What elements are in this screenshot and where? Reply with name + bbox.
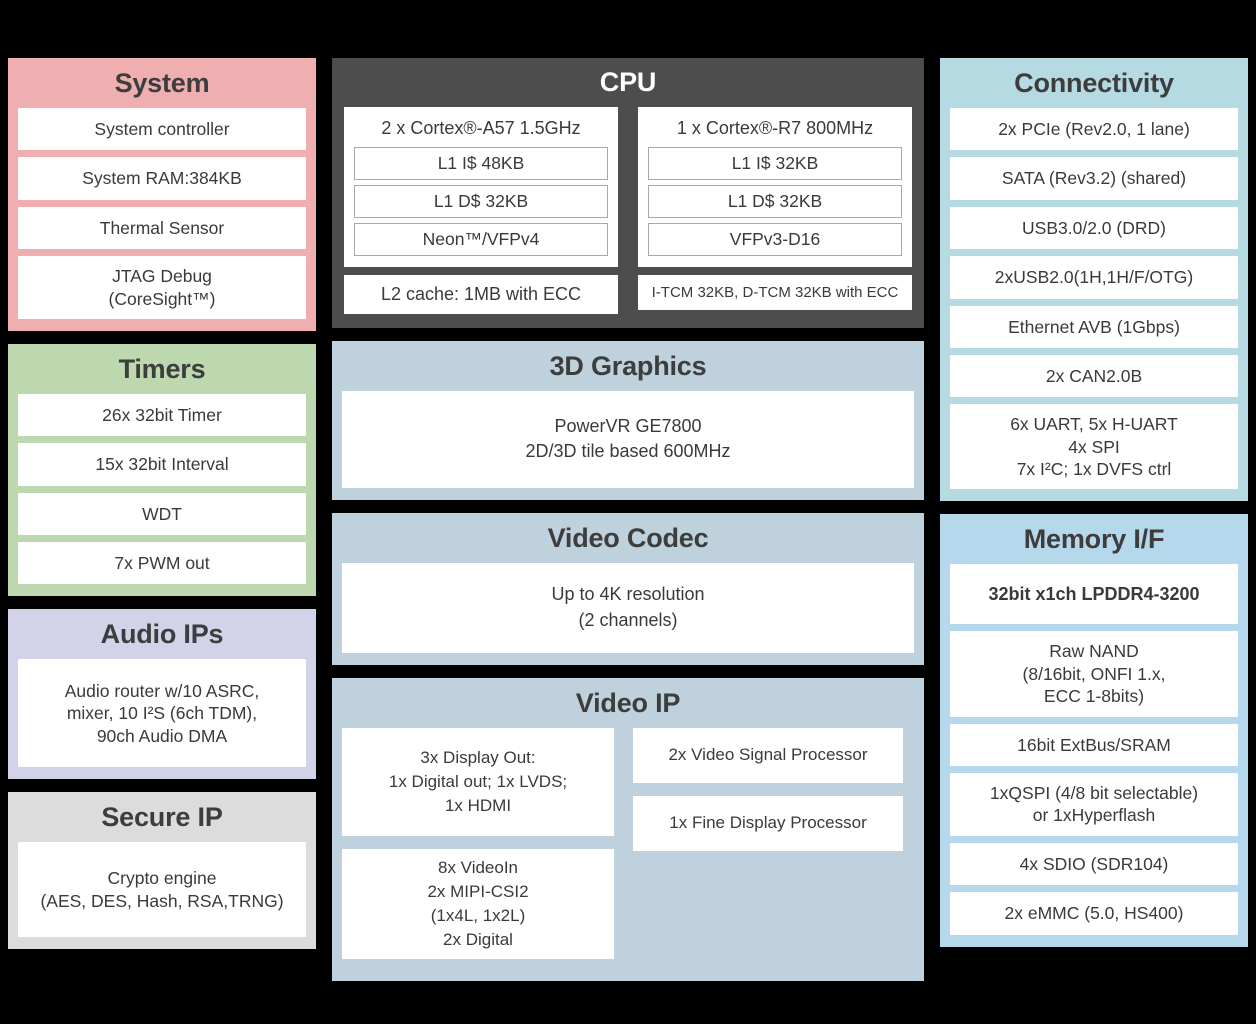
item-pwm-out: 7x PWM out	[18, 542, 306, 585]
item-usb2: 2xUSB2.0(1H,1H/F/OTG)	[950, 256, 1238, 299]
right-column: Connectivity 2x PCIe (Rev2.0, 1 lane) SA…	[940, 58, 1248, 947]
video-ip-grid: 3x Display Out:1x Digital out; 1x LVDS;1…	[342, 727, 914, 959]
item-pcie: 2x PCIe (Rev2.0, 1 lane)	[950, 107, 1238, 151]
video-ip-right-col: 2x Video Signal Processor 1x Fine Displa…	[633, 727, 903, 959]
item-lpddr4: 32bit x1ch LPDDR4-3200	[950, 564, 1238, 625]
panel-audio-ips: Audio IPs Audio router w/10 ASRC,mixer, …	[8, 609, 316, 780]
panel-title-3d-graphics: 3D Graphics	[549, 350, 707, 381]
middle-column: CPU 2 x Cortex®-A57 1.5GHz L1 I$ 48KB L1…	[332, 58, 924, 981]
left-column: System System controller System RAM:384K…	[8, 58, 316, 950]
item-ethernet-avb: Ethernet AVB (1Gbps)	[950, 305, 1238, 348]
item-usb3: USB3.0/2.0 (DRD)	[950, 206, 1238, 250]
cpu-core-name-a57: 2 x Cortex®-A57 1.5GHz	[381, 117, 581, 138]
memory-items: 32bit x1ch LPDDR4-3200 Raw NAND(8/16bit,…	[950, 564, 1238, 935]
panel-title-secure-ip: Secure IP	[101, 802, 223, 833]
item-can: 2x CAN2.0B	[950, 354, 1238, 398]
panel-memory-if: Memory I/F 32bit x1ch LPDDR4-3200 Raw NA…	[940, 514, 1248, 947]
item-crypto-engine: Crypto engine(AES, DES, Hash, RSA,TRNG)	[18, 842, 306, 938]
cpu-r7-l1d: L1 D$ 32KB	[648, 184, 902, 218]
panel-secure-ip: Secure IP Crypto engine(AES, DES, Hash, …	[8, 792, 316, 950]
item-sata: SATA (Rev3.2) (shared)	[950, 157, 1238, 200]
item-wdt: WDT	[18, 492, 306, 535]
cpu-clusters: 2 x Cortex®-A57 1.5GHz L1 I$ 48KB L1 D$ …	[344, 106, 912, 314]
timers-items: 26x 32bit Timer 15x 32bit Interval WDT 7…	[18, 393, 306, 585]
panel-title-timers: Timers	[118, 353, 206, 384]
video-ip-left-col: 3x Display Out:1x Digital out; 1x LVDS;1…	[342, 727, 614, 959]
cpu-a57-l1i: L1 I$ 48KB	[354, 146, 608, 180]
item-audio-router: Audio router w/10 ASRC,mixer, 10 I²S (6c…	[18, 659, 306, 768]
cpu-r7-l1i: L1 I$ 32KB	[648, 146, 902, 180]
panel-video-codec: Video Codec Up to 4K resolution(2 channe…	[332, 512, 924, 665]
panel-title-video-ip: Video IP	[575, 687, 681, 718]
video-ip-fine-display-processor: 1x Fine Display Processor	[633, 795, 903, 851]
cpu-core-name-r7: 1 x Cortex®-R7 800MHz	[676, 117, 874, 138]
item-emmc: 2x eMMC (5.0, HS400)	[950, 892, 1238, 935]
panel-title-connectivity: Connectivity	[1014, 68, 1174, 98]
item-32bit-interval: 15x 32bit Interval	[18, 443, 306, 486]
video-ip-signal-processor: 2x Video Signal Processor	[633, 727, 903, 783]
item-extbus-sram: 16bit ExtBus/SRAM	[950, 723, 1238, 766]
item-sdio: 4x SDIO (SDR104)	[950, 842, 1238, 886]
panel-title-memory-if: Memory I/F	[1023, 524, 1165, 555]
panel-title-audio-ips: Audio IPs	[100, 619, 224, 650]
panel-title-system: System	[114, 68, 210, 98]
cpu-core-box-r7: 1 x Cortex®-R7 800MHz L1 I$ 32KB L1 D$ 3…	[638, 106, 912, 267]
cpu-a57-l1d: L1 D$ 32KB	[354, 184, 608, 218]
item-raw-nand: Raw NAND(8/16bit, ONFI 1.x,ECC 1-8bits)	[950, 631, 1238, 717]
item-32bit-timer: 26x 32bit Timer	[18, 393, 306, 437]
panel-video-ip: Video IP 3x Display Out:1x Digital out; …	[332, 677, 924, 981]
codec-body: Up to 4K resolution(2 channels)	[342, 562, 914, 653]
video-ip-display-out: 3x Display Out:1x Digital out; 1x LVDS;1…	[342, 727, 614, 836]
connectivity-items: 2x PCIe (Rev2.0, 1 lane) SATA (Rev3.2) (…	[950, 107, 1238, 490]
panel-title-cpu: CPU	[599, 67, 657, 97]
panel-system: System System controller System RAM:384K…	[8, 58, 316, 331]
panel-title-video-codec: Video Codec	[547, 522, 709, 553]
cpu-r7-vfp: VFPv3-D16	[648, 222, 902, 256]
cpu-a57-neon-vfp: Neon™/VFPv4	[354, 222, 608, 256]
item-system-controller: System controller	[18, 107, 306, 151]
secure-items: Crypto engine(AES, DES, Hash, RSA,TRNG)	[18, 842, 306, 938]
item-thermal-sensor: Thermal Sensor	[18, 206, 306, 250]
cpu-cluster-r7: 1 x Cortex®-R7 800MHz L1 I$ 32KB L1 D$ 3…	[638, 106, 912, 314]
panel-cpu: CPU 2 x Cortex®-A57 1.5GHz L1 I$ 48KB L1…	[332, 58, 924, 328]
cpu-r7-tcm: I-TCM 32KB, D-TCM 32KB with ECC	[638, 274, 912, 310]
item-jtag-debug: JTAG Debug(CoreSight™)	[18, 256, 306, 319]
panel-timers: Timers 26x 32bit Timer 15x 32bit Interva…	[8, 343, 316, 597]
audio-items: Audio router w/10 ASRC,mixer, 10 I²S (6c…	[18, 659, 306, 768]
item-system-ram: System RAM:384KB	[18, 157, 306, 200]
panel-connectivity: Connectivity 2x PCIe (Rev2.0, 1 lane) SA…	[940, 58, 1248, 502]
item-qspi: 1xQSPI (4/8 bit selectable)or 1xHyperfla…	[950, 772, 1238, 836]
system-items: System controller System RAM:384KB Therm…	[18, 107, 306, 319]
cpu-core-box-a57: 2 x Cortex®-A57 1.5GHz L1 I$ 48KB L1 D$ …	[344, 106, 618, 267]
cpu-a57-l2-cache: L2 cache: 1MB with ECC	[344, 274, 618, 314]
cpu-cluster-a57: 2 x Cortex®-A57 1.5GHz L1 I$ 48KB L1 D$ …	[344, 106, 618, 314]
